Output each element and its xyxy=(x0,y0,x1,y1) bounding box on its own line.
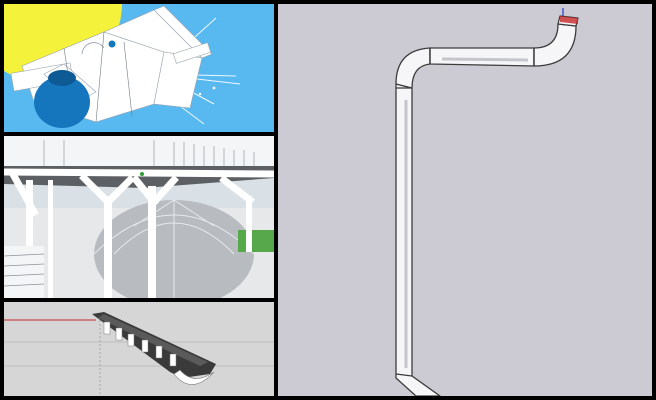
stair-structure xyxy=(4,246,44,298)
gutter-end-cap xyxy=(173,369,215,385)
railing-balusters xyxy=(43,140,255,166)
gutter-inner xyxy=(98,314,208,366)
outlet-highlight xyxy=(560,16,578,24)
columns xyxy=(26,180,252,298)
viewport-deck-render[interactable] xyxy=(4,136,274,298)
viewport-gutter-model[interactable] xyxy=(4,302,274,396)
dome-opening xyxy=(48,70,76,86)
railing-top xyxy=(4,136,274,166)
stair-treads xyxy=(4,253,45,287)
gutter-brackets xyxy=(103,321,177,367)
viewport-sun-render[interactable] xyxy=(4,4,274,132)
pipe-joints xyxy=(395,48,535,377)
pipe-shading xyxy=(404,57,529,368)
viewport-pipe-model[interactable] xyxy=(278,4,652,396)
sun-render-canvas xyxy=(4,4,274,132)
dome-ribs xyxy=(93,199,255,298)
trees xyxy=(238,230,274,252)
gutter-canvas xyxy=(4,302,274,396)
scatter-dots xyxy=(170,58,216,96)
blue-marker xyxy=(108,40,116,48)
origin-marker xyxy=(140,172,144,176)
deck-render-canvas xyxy=(4,136,274,298)
blue-dome-element xyxy=(34,76,90,128)
pipe-canvas xyxy=(278,4,652,396)
